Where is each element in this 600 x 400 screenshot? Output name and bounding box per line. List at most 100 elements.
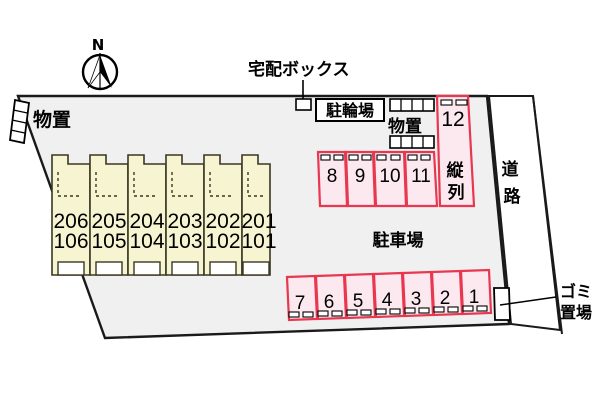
unit-entrance [133, 261, 161, 276]
parking-space-number: 1 [469, 287, 480, 308]
parking-space[interactable]: 7 [285, 274, 319, 322]
storage-left-divider-3 [10, 129, 25, 134]
wheel-stop [407, 154, 418, 161]
parking-space[interactable]: 6 [314, 273, 348, 321]
garbage-area-label-1: ゴミ [560, 282, 592, 301]
tandem-label-1: 縦 [447, 160, 465, 181]
building-unit [89, 154, 129, 276]
wheel-stop [360, 309, 372, 316]
parking-space-area[interactable] [459, 268, 493, 316]
delivery-box-label: 宅配ボックス [248, 59, 350, 80]
parking-space-area[interactable] [403, 150, 439, 208]
parking-space-number: 8 [327, 166, 338, 187]
parking-space[interactable]: 5 [343, 272, 377, 320]
unit-number-lower: 106 [53, 230, 88, 253]
parking-space[interactable]: 3 [401, 270, 435, 318]
unit-number-lower: 105 [91, 230, 126, 253]
wheel-stop [375, 308, 387, 315]
parking-space[interactable]: 11 [403, 150, 439, 208]
wheel-stop [302, 311, 314, 318]
parking-space-number: 3 [411, 289, 422, 310]
unit-entrance [242, 261, 270, 276]
parking-space[interactable]: 4 [372, 271, 406, 319]
unit-number-lower: 104 [129, 230, 164, 253]
parking-row-upper[interactable]: 8 9 10 11 [316, 150, 439, 208]
building-unit [241, 154, 271, 276]
unit-number-upper: 202 [205, 210, 240, 233]
unit-entrance [95, 261, 123, 276]
parking-space-number: 6 [324, 292, 335, 313]
parking-row-lower[interactable]: 7 6 5 4 3 [285, 268, 493, 322]
unit-stair-dash [57, 172, 80, 197]
road-label-2: 路 [504, 186, 522, 207]
wheel-stop [420, 154, 431, 161]
unit-outline [241, 154, 271, 276]
wheel-stop [433, 306, 445, 313]
parking-space-number: 4 [382, 290, 393, 311]
wheel-stop [331, 310, 343, 317]
storage-right [389, 98, 435, 149]
wheel-stop [389, 308, 401, 315]
road-label: 道 [502, 159, 519, 180]
unit-number-upper: 205 [91, 210, 126, 233]
parking-space-number: 7 [295, 293, 306, 314]
wheel-stop [361, 154, 372, 161]
tandem-parking-area[interactable] [435, 94, 476, 208]
parking-space[interactable]: 2 [430, 269, 464, 317]
parking-space[interactable]: 1 [459, 268, 493, 316]
unit-stair-dash [247, 172, 264, 197]
wheel-stop [418, 307, 430, 314]
parking-space-number: 11 [411, 166, 431, 187]
parking-lot-label: 駐車場 [373, 230, 424, 251]
parking-space-number: 5 [353, 291, 364, 312]
building-unit [51, 154, 91, 276]
compass-needle-dark [100, 55, 112, 88]
unit-number-lower: 101 [241, 230, 276, 253]
unit-number-upper: 204 [129, 210, 164, 233]
wheel-stop [447, 306, 459, 313]
unit-stair-dash [171, 172, 194, 197]
unit-stair-dash [209, 172, 232, 197]
unit-stair-dash [95, 172, 118, 197]
unit-entrance [209, 261, 237, 276]
wheel-stop [317, 310, 329, 317]
parking-space-number: 10 [379, 166, 400, 187]
unit-entrance [171, 261, 199, 276]
wheel-stop [320, 154, 331, 161]
road-outer-edge [532, 95, 563, 335]
wheel-stop [333, 154, 344, 161]
unit-entrance [57, 261, 85, 276]
parking-space-number: 9 [355, 166, 366, 187]
garbage-area-label-2: 置場 [560, 303, 592, 322]
wheel-stop [346, 309, 358, 316]
road-area [487, 95, 562, 332]
parking-space[interactable]: 8 [316, 150, 349, 208]
tandem-parking-column[interactable]: 12 縦 列 [435, 94, 476, 208]
unit-number-upper: 206 [53, 210, 88, 233]
storage-left [9, 98, 30, 145]
parking-space[interactable]: 9 [344, 150, 377, 208]
storage-left-divider-1 [13, 109, 28, 114]
wheel-stop [376, 154, 387, 161]
wheel-stop [440, 99, 453, 106]
wheel-stop [462, 305, 474, 312]
delivery-box [295, 80, 312, 111]
wheel-stop [390, 154, 401, 161]
building-unit [127, 154, 167, 276]
wheel-stop [348, 154, 359, 161]
bicycle-parking-box [315, 98, 385, 122]
wheel-stop [404, 307, 416, 314]
unit-number-upper: 201 [241, 210, 276, 233]
storage-right-label: 物置 [388, 116, 422, 137]
storage-left-label: 物置 [33, 108, 71, 131]
wheel-stop [455, 99, 468, 106]
unit-stair-dash [133, 172, 156, 197]
garbage-area-leader [499, 296, 557, 306]
bicycle-parking: 駐輪場 [315, 98, 385, 122]
delivery-box-icon [295, 98, 312, 111]
north-arrow: N [81, 36, 119, 91]
unit-number-lower: 103 [167, 230, 202, 253]
parking-space[interactable]: 10 [372, 150, 408, 208]
wheel-stop [476, 305, 488, 312]
